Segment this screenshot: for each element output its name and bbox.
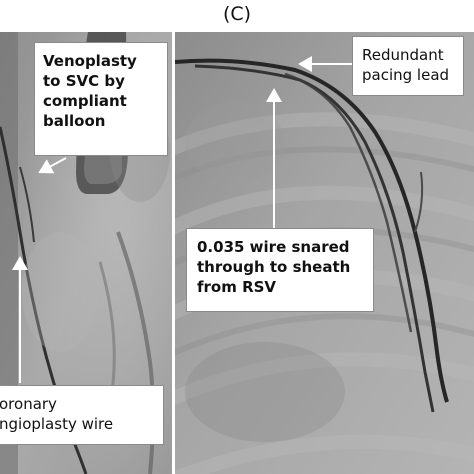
redundant-pacing-lead	[175, 58, 449, 403]
callout-venoplasty: Venoplasty to SVC by compliant balloon	[34, 42, 168, 156]
callout-coronary-angioplasty-wire: oronary ngioplasty wire	[0, 385, 164, 445]
callout-wire-snared: 0.035 wire snared through to sheath from…	[186, 228, 374, 312]
panel-label: (C)	[222, 3, 252, 25]
snared-wire	[194, 64, 435, 413]
callout-redundant-pacing-lead: Redundant pacing lead	[352, 36, 464, 96]
